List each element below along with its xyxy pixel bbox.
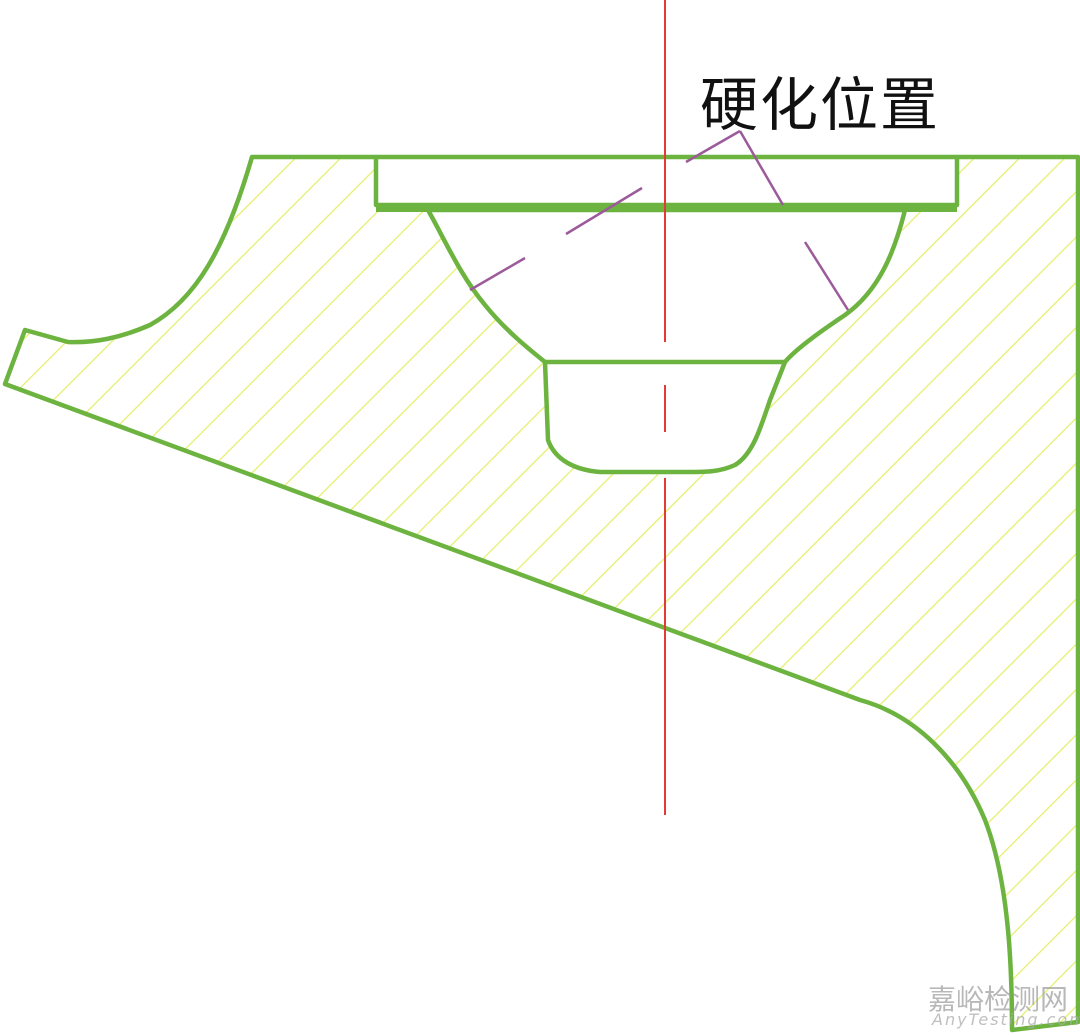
leader-lines (469, 129, 850, 311)
watermark-en: AnyTesting.com (932, 1010, 1080, 1029)
hardening-location-label: 硬化位置 (700, 71, 941, 139)
watermark-cn: 嘉峪检测网 (928, 983, 1069, 1016)
section-body (2, 154, 1080, 1033)
